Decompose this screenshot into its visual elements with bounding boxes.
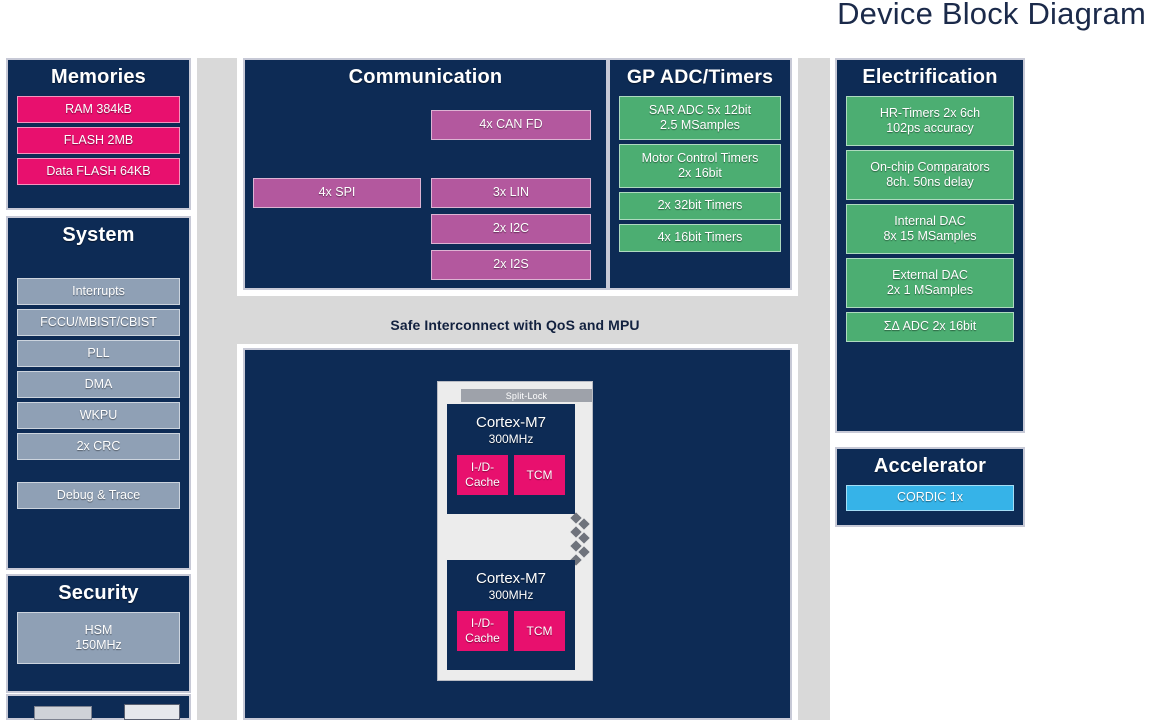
panel-title-system: System (62, 224, 135, 246)
core-cortex-m7-0[interactable]: Cortex-M7 300MHz I-/D- Cache TCM (447, 404, 575, 514)
panel-electrification: Electrification HR-Timers 2x 6ch 102ps a… (835, 58, 1025, 433)
accelerator-block-list: CORDIC 1x (837, 485, 1023, 518)
bus-left-vertical (197, 58, 237, 720)
block-dma[interactable]: DMA (17, 371, 180, 398)
block-data-flash[interactable]: Data FLASH 64KB (17, 158, 180, 185)
electrification-block-list: HR-Timers 2x 6ch 102ps accuracy On-chip … (837, 96, 1023, 349)
block-32bit-timers[interactable]: 2x 32bit Timers (619, 192, 781, 220)
block-i2c[interactable]: 2x I2C (431, 214, 591, 244)
core-name-1: Cortex-M7 (475, 570, 546, 587)
block-ram[interactable]: RAM 384kB (17, 96, 180, 123)
block-internal-dac[interactable]: Internal DAC 8x 15 MSamples (846, 204, 1014, 254)
panel-system: System Interrupts FCCU/MBIST/CBIST PLL D… (6, 216, 191, 570)
system-spacer (17, 464, 180, 478)
block-onchip-comparators[interactable]: On-chip Comparators 8ch. 50ns delay (846, 150, 1014, 200)
block-can-fd[interactable]: 4x CAN FD (431, 110, 591, 140)
panel-title-communication: Communication (348, 66, 503, 88)
panel-title-memories: Memories (51, 66, 146, 88)
block-tcm-1[interactable]: TCM (514, 611, 565, 651)
block-motor-control-timers[interactable]: Motor Control Timers 2x 16bit (619, 144, 781, 188)
block-spi[interactable]: 4x SPI (253, 178, 421, 208)
block-id-cache-1[interactable]: I-/D- Cache (457, 611, 508, 651)
page-title: Device Block Diagram (837, 0, 1146, 31)
interconnect-label: Safe Interconnect with QoS and MPU (390, 317, 640, 333)
block-id-cache-0[interactable]: I-/D- Cache (457, 455, 508, 495)
panel-accelerator: Accelerator CORDIC 1x (835, 447, 1025, 527)
system-block-list: Interrupts FCCU/MBIST/CBIST PLL DMA WKPU… (8, 254, 189, 516)
cutoff-block-a (34, 706, 92, 720)
panel-title-accelerator: Accelerator (873, 455, 987, 477)
block-fccu-mbist-cbist[interactable]: FCCU/MBIST/CBIST (17, 309, 180, 336)
block-wkpu[interactable]: WKPU (17, 402, 180, 429)
panel-security: Security HSM 150MHz (6, 574, 191, 693)
core-memory-row-0: I-/D- Cache TCM (447, 455, 575, 495)
block-debug-trace[interactable]: Debug & Trace (17, 482, 180, 509)
panel-communication: Communication 4x CAN FD 4x SPI 3x LIN 2x… (243, 58, 608, 290)
panel-title-security: Security (58, 582, 139, 604)
gp-adc-timers-block-list: SAR ADC 5x 12bit 2.5 MSamples Motor Cont… (610, 96, 790, 259)
block-external-dac[interactable]: External DAC 2x 1 MSamples (846, 258, 1014, 308)
core-frequency-1: 300MHz (488, 588, 534, 602)
security-block-list: HSM 150MHz (8, 612, 189, 671)
block-16bit-timers[interactable]: 4x 16bit Timers (619, 224, 781, 252)
bus-horizontal-middle (197, 296, 830, 344)
block-i2s[interactable]: 2x I2S (431, 250, 591, 280)
block-hsm[interactable]: HSM 150MHz (17, 612, 180, 664)
block-crc[interactable]: 2x CRC (17, 433, 180, 460)
cutoff-block-b (124, 704, 180, 720)
block-sigma-delta-adc[interactable]: ΣΔ ADC 2x 16bit (846, 312, 1014, 342)
split-lock-connector-icon (570, 512, 592, 567)
block-interrupts[interactable]: Interrupts (17, 278, 180, 305)
block-pll[interactable]: PLL (17, 340, 180, 367)
block-tcm-0[interactable]: TCM (514, 455, 565, 495)
panel-title-gp-adc-timers: GP ADC/Timers (626, 66, 774, 88)
communication-block-grid: Communication 4x CAN FD 4x SPI 3x LIN 2x… (245, 60, 606, 288)
core-cortex-m7-1[interactable]: Cortex-M7 300MHz I-/D- Cache TCM (447, 560, 575, 670)
block-hr-timers[interactable]: HR-Timers 2x 6ch 102ps accuracy (846, 96, 1014, 146)
core-name-0: Cortex-M7 (475, 414, 546, 431)
core-frequency-0: 300MHz (488, 432, 534, 446)
panel-title-electrification: Electrification (862, 66, 998, 88)
panel-gp-adc-timers: GP ADC/Timers SAR ADC 5x 12bit 2.5 MSamp… (608, 58, 792, 290)
panel-memories: Memories RAM 384kB FLASH 2MB Data FLASH … (6, 58, 191, 210)
block-lin[interactable]: 3x LIN (431, 178, 591, 208)
memories-block-list: RAM 384kB FLASH 2MB Data FLASH 64KB (8, 96, 189, 192)
block-cordic[interactable]: CORDIC 1x (846, 485, 1014, 511)
core-memory-row-1: I-/D- Cache TCM (447, 611, 575, 651)
block-flash[interactable]: FLASH 2MB (17, 127, 180, 154)
block-sar-adc[interactable]: SAR ADC 5x 12bit 2.5 MSamples (619, 96, 781, 140)
bus-right-vertical (798, 58, 830, 720)
split-lock-label: Split-Lock (461, 389, 592, 402)
